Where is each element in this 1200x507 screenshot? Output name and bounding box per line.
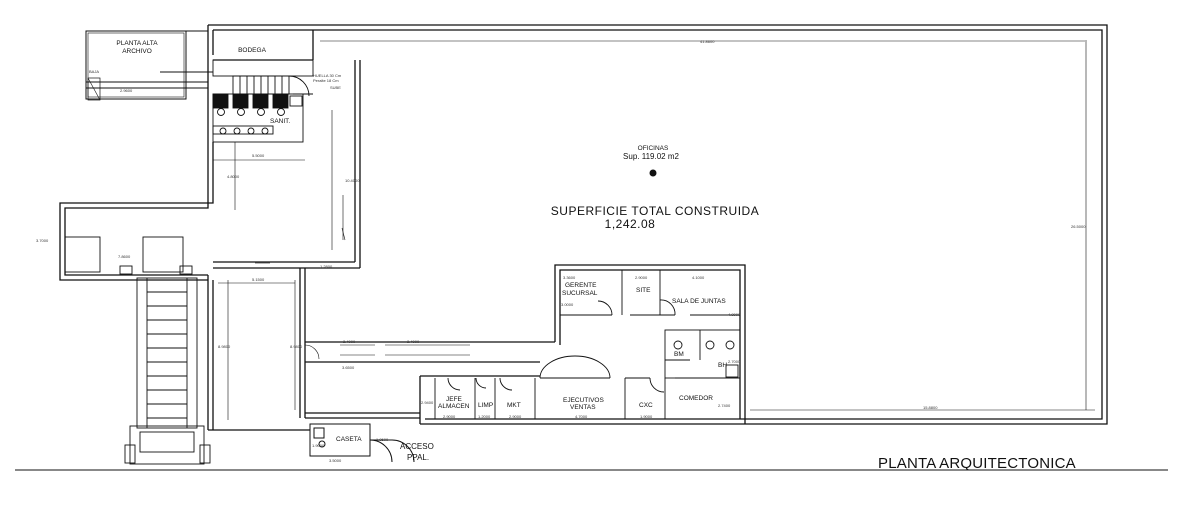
archivo-label: ARCHIVO — [122, 48, 152, 55]
peralte-label: Peralte 18 Cm — [313, 78, 339, 83]
baja-label: BAJA — [89, 69, 99, 74]
planta-alta-label: PLANTA ALTA — [116, 40, 158, 47]
huella-label: HUELLA 30 Cm — [313, 73, 342, 78]
dim-gerente-w: 3.3600 — [563, 275, 576, 280]
dim-hall-mid: 2.4000 — [407, 339, 420, 344]
mkt-label: MKT — [507, 402, 521, 409]
dim-ventas-w: 4.7000 — [575, 414, 588, 419]
dim-sala-w: 4.1000 — [692, 275, 705, 280]
bh-label: BH — [718, 362, 727, 369]
sube-label: SUBE — [330, 85, 341, 90]
caseta-room — [309, 423, 415, 463]
dim-right-height: 26.5000 — [1071, 224, 1086, 229]
dim-sanit-h: 4.8000 — [227, 174, 240, 179]
planta-alta-archivo — [85, 30, 208, 101]
sanit-label: SANIT. — [270, 118, 290, 125]
bodega-label: BODEGA — [238, 47, 266, 54]
dim-mid-h: 8.9800 — [218, 344, 231, 349]
ppal-label: PPAL. — [407, 453, 429, 462]
acceso-label: ACCESO — [400, 442, 434, 451]
sanitarios — [212, 93, 304, 143]
bodega-area — [160, 59, 314, 97]
dim-left-low: 7.8600 — [118, 254, 131, 259]
outer-walls — [59, 24, 1108, 431]
dim-mkt-w: 2.9000 — [509, 414, 522, 419]
dim-bottom-right: 15.8800 — [923, 405, 938, 410]
dim-top-length: 41.8600 — [700, 39, 715, 44]
dim-mid-w: 5.1500 — [252, 277, 265, 282]
dim-left-tower: 3.7000 — [36, 238, 49, 243]
offices-block — [434, 270, 741, 419]
jefe-label: JEFE — [446, 396, 463, 403]
left-storage-racks — [64, 236, 193, 275]
gerente-label: GERENTE — [565, 282, 597, 289]
dim-caseta-h: 1.9000 — [312, 443, 325, 448]
dim-hall-len: 3.6500 — [342, 365, 355, 370]
dim-bh-w: 2.7000 — [728, 359, 741, 364]
dim-ramp-small: 1.2800 — [320, 264, 333, 269]
dim-lines-left — [213, 110, 346, 269]
dim-sanit-w: 5.5000 — [252, 153, 265, 158]
oficinas-label: OFICINAS — [638, 145, 669, 152]
dim-hall-small: 2.4000 — [343, 339, 356, 344]
superficie-label: SUPERFICIE TOTAL CONSTRUIDA — [551, 204, 759, 218]
marker-dot — [649, 169, 657, 177]
ejecutivos-label: EJECUTIVOS — [563, 397, 604, 404]
dim-mid-h2: 8.9800 — [290, 344, 303, 349]
dim-gerente-h: 3.0000 — [561, 302, 574, 307]
bm-label: BM — [674, 351, 684, 358]
dim-limp-w: 1.2000 — [478, 414, 491, 419]
dim-ramp-len: 10.4000 — [345, 178, 360, 183]
caseta-label: CASETA — [336, 436, 362, 443]
drawing-title: PLANTA ARQUITECTONICA — [878, 455, 1076, 472]
ventas-label: VENTAS — [570, 404, 596, 411]
superficie-value: 1,242.08 — [605, 217, 656, 231]
sucursal-label: SUCURSAL — [562, 290, 598, 297]
cxc-label: CXC — [639, 402, 653, 409]
sala-juntas-label: SALA DE JUNTAS — [672, 298, 726, 305]
dim-stair-ext: 1.8600 — [376, 437, 389, 442]
comedor-label: COMEDOR — [679, 395, 713, 402]
inner-corridor-lines — [218, 280, 470, 420]
dim-sala-h: 4.8000 — [728, 312, 741, 317]
oficinas-area: Sup. 119.02 m2 — [623, 152, 679, 161]
dim-jefe-w: 2.9000 — [443, 414, 456, 419]
almacen-label: ALMACEN — [438, 403, 470, 410]
dim-arch: 2.9600 — [120, 88, 133, 93]
dim-caseta-w: 3.5000 — [329, 458, 342, 463]
limp-label: LIMP — [478, 402, 493, 409]
dim-cxc-w: 1.9000 — [640, 414, 653, 419]
dim-comedor-h: 2.7400 — [718, 403, 731, 408]
dim-jefe-h: 2.9400 — [421, 400, 434, 405]
truck-icon — [124, 277, 211, 465]
warehouse-dim-lines — [320, 40, 1095, 411]
dim-site-w: 2.9000 — [635, 275, 648, 280]
site-label: SITE — [636, 287, 651, 294]
